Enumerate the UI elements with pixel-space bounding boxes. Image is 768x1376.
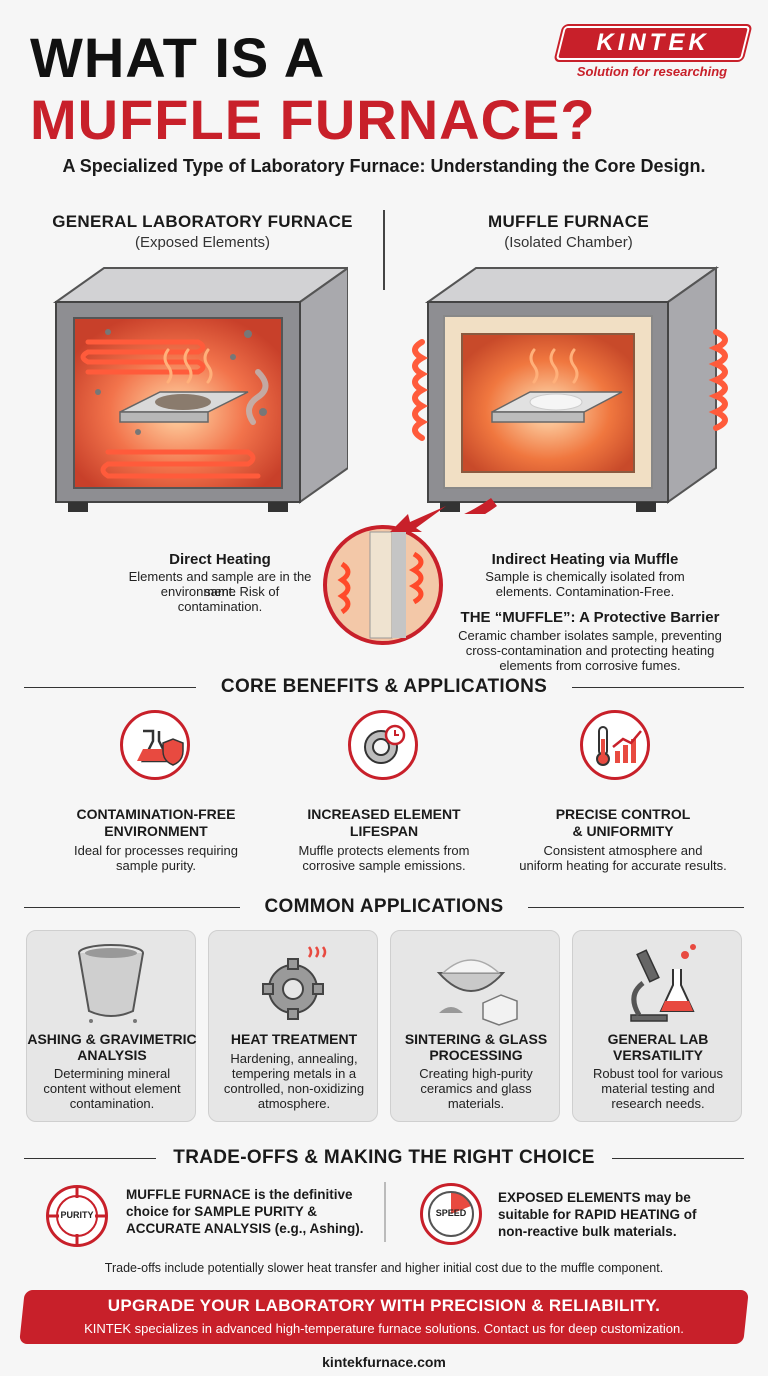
application-4-text-2: material testing and [601, 1081, 715, 1096]
page-title-line-1: WHAT IS A [30, 26, 326, 89]
application-card-sintering: SINTERING & GLASS PROCESSING Creating hi… [390, 930, 560, 1122]
muffle-barrier-text-2: cross-contamination and protecting heati… [465, 643, 715, 658]
flask-shield-icon [120, 710, 190, 780]
direct-heating-text-1: Elements and sample are in the same [128, 569, 312, 599]
application-4-title-2: VERSATILITY [613, 1047, 703, 1063]
indirect-heating-text-1: Sample is chemically isolated from [485, 569, 685, 584]
general-furnace-illustration [52, 266, 348, 512]
benefit-1-text-2: sample purity. [116, 858, 196, 873]
powder-bowl-icon [436, 959, 518, 1026]
benefits-rule-left [24, 687, 196, 688]
application-2-title-1: HEAT TREATMENT [230, 1031, 358, 1047]
tradeoff-exposed-line-2: suitable for RAPID HEATING of [498, 1207, 697, 1222]
application-3-title-1: SINTERING & GLASS [404, 1031, 548, 1047]
muffle-wall-zoom [323, 525, 443, 645]
application-2-text-2: tempering metals in a [231, 1066, 357, 1081]
application-3-text-2: ceramics and glass [420, 1081, 532, 1096]
benefit-2-title-1: INCREASED ELEMENT [307, 806, 461, 822]
muffle-barrier-text-3: elements from corrosive fumes. [499, 658, 681, 673]
purity-icon-label: PURITY [60, 1210, 94, 1220]
application-4-title-1: GENERAL LAB [607, 1031, 709, 1047]
application-2-text-1: Hardening, annealing, [230, 1051, 358, 1066]
muffle-barrier-title: THE “MUFFLE”: A Protective Barrier [460, 609, 720, 626]
page-title-line-2: MUFFLE FURNACE? [30, 88, 596, 151]
logo-tagline: Solution for researching [576, 64, 728, 79]
muffle-furnace-subheading: (Isolated Chamber) [504, 234, 633, 251]
application-4-text-3: research needs. [611, 1096, 705, 1111]
benefits-rule-right [572, 687, 744, 688]
tradeoffs-rule-right [612, 1158, 744, 1159]
application-3-title-2: PROCESSING [429, 1047, 523, 1063]
benefit-2-text-1: Muffle protects elements from [298, 843, 470, 858]
website-link[interactable]: kintekfurnace.com [322, 1354, 446, 1370]
kintek-logo: KINTEK [596, 29, 710, 56]
benefit-1-title-2: ENVIRONMENT [104, 823, 208, 839]
indirect-heating-text-2: elements. Contamination-Free. [495, 584, 675, 599]
benefits-heading: CORE BENEFITS & APPLICATIONS [220, 676, 548, 697]
tradeoff-exposed-line-3: non-reactive bulk materials. [498, 1224, 677, 1239]
benefit-3-text-1: Consistent atmosphere and [543, 843, 703, 858]
application-2-text-4: atmosphere. [257, 1096, 331, 1111]
microscope-flask-icon [630, 944, 696, 1022]
direct-heating-text-2: environment. Risk of contamination. [160, 584, 280, 614]
cta-subtitle: KINTEK specializes in advanced high-temp… [84, 1321, 684, 1336]
benefit-1-text-1: Ideal for processes requiring [73, 843, 239, 858]
cta-title: UPGRADE YOUR LABORATORY WITH PRECISION &… [107, 1296, 661, 1315]
tradeoffs-divider [384, 1182, 386, 1242]
gear-heat-icon [262, 946, 327, 1020]
thermometer-chart-icon [580, 710, 650, 780]
speed-stopwatch-icon: SPEED [420, 1183, 482, 1245]
muffle-furnace-illustration [412, 266, 728, 514]
benefit-1-title-1: CONTAMINATION-FREE [76, 806, 236, 822]
muffle-furnace-heading: MUFFLE FURNACE [488, 212, 649, 231]
crucible-icon [78, 944, 144, 1023]
page-subtitle: A Specialized Type of Laboratory Furnace… [62, 156, 706, 176]
application-1-title-1: ASHING & GRAVIMETRIC [27, 1031, 197, 1047]
benefit-2-text-2: corrosive sample emissions. [302, 858, 466, 873]
comparison-divider [383, 210, 385, 290]
application-card-ashing: ASHING & GRAVIMETRIC ANALYSIS Determinin… [26, 930, 197, 1122]
application-1-text-3: contamination. [69, 1096, 155, 1111]
direct-heating-title: Direct Heating [169, 551, 271, 568]
gear-clock-icon [348, 710, 418, 780]
indirect-heating-title: Indirect Heating via Muffle [491, 551, 679, 568]
application-1-text-2: content without element [43, 1081, 181, 1096]
general-furnace-subheading: (Exposed Elements) [134, 234, 271, 251]
application-1-title-2: ANALYSIS [77, 1047, 147, 1063]
purity-target-icon: PURITY [46, 1185, 108, 1247]
benefit-2-title-2: LIFESPAN [349, 823, 419, 839]
tradeoffs-rule-left [24, 1158, 156, 1159]
tradeoff-muffle-line-2: choice for SAMPLE PURITY & [126, 1204, 318, 1219]
tradeoff-exposed-line-1: EXPOSED ELEMENTS may be [498, 1190, 691, 1205]
tradeoff-muffle-line-1: MUFFLE FURNACE is the definitive [126, 1187, 353, 1202]
application-2-text-3: controlled, non-oxidizing [223, 1081, 365, 1096]
speed-icon-label: SPEED [435, 1208, 467, 1218]
application-card-heat-treatment: HEAT TREATMENT Hardening, annealing, tem… [208, 930, 378, 1122]
benefit-3-title-2: & UNIFORMITY [572, 823, 674, 839]
tradeoffs-heading: TRADE-OFFS & MAKING THE RIGHT CHOICE [173, 1147, 595, 1168]
applications-rule-left [24, 907, 240, 908]
general-furnace-heading: GENERAL LABORATORY FURNACE [52, 212, 353, 231]
benefit-3-text-2: uniform heating for accurate results. [519, 858, 727, 873]
application-4-text-1: Robust tool for various [592, 1066, 724, 1081]
application-3-text-3: materials. [447, 1096, 505, 1111]
application-1-text-1: Determining mineral [53, 1066, 171, 1081]
tradeoffs-note: Trade-offs include potentially slower he… [104, 1261, 664, 1275]
zoom-arrow-icon [390, 506, 446, 532]
application-card-general-lab: GENERAL LAB VERSATILITY Robust tool for … [572, 930, 742, 1122]
tradeoff-muffle-line-3: ACCURATE ANALYSIS (e.g., Ashing). [126, 1221, 364, 1236]
application-3-text-1: Creating high-purity [419, 1066, 533, 1081]
benefit-3-title-1: PRECISE CONTROL [555, 806, 691, 822]
muffle-barrier-text-1: Ceramic chamber isolates sample, prevent… [458, 628, 722, 643]
applications-heading: COMMON APPLICATIONS [264, 896, 504, 917]
applications-rule-right [528, 907, 744, 908]
